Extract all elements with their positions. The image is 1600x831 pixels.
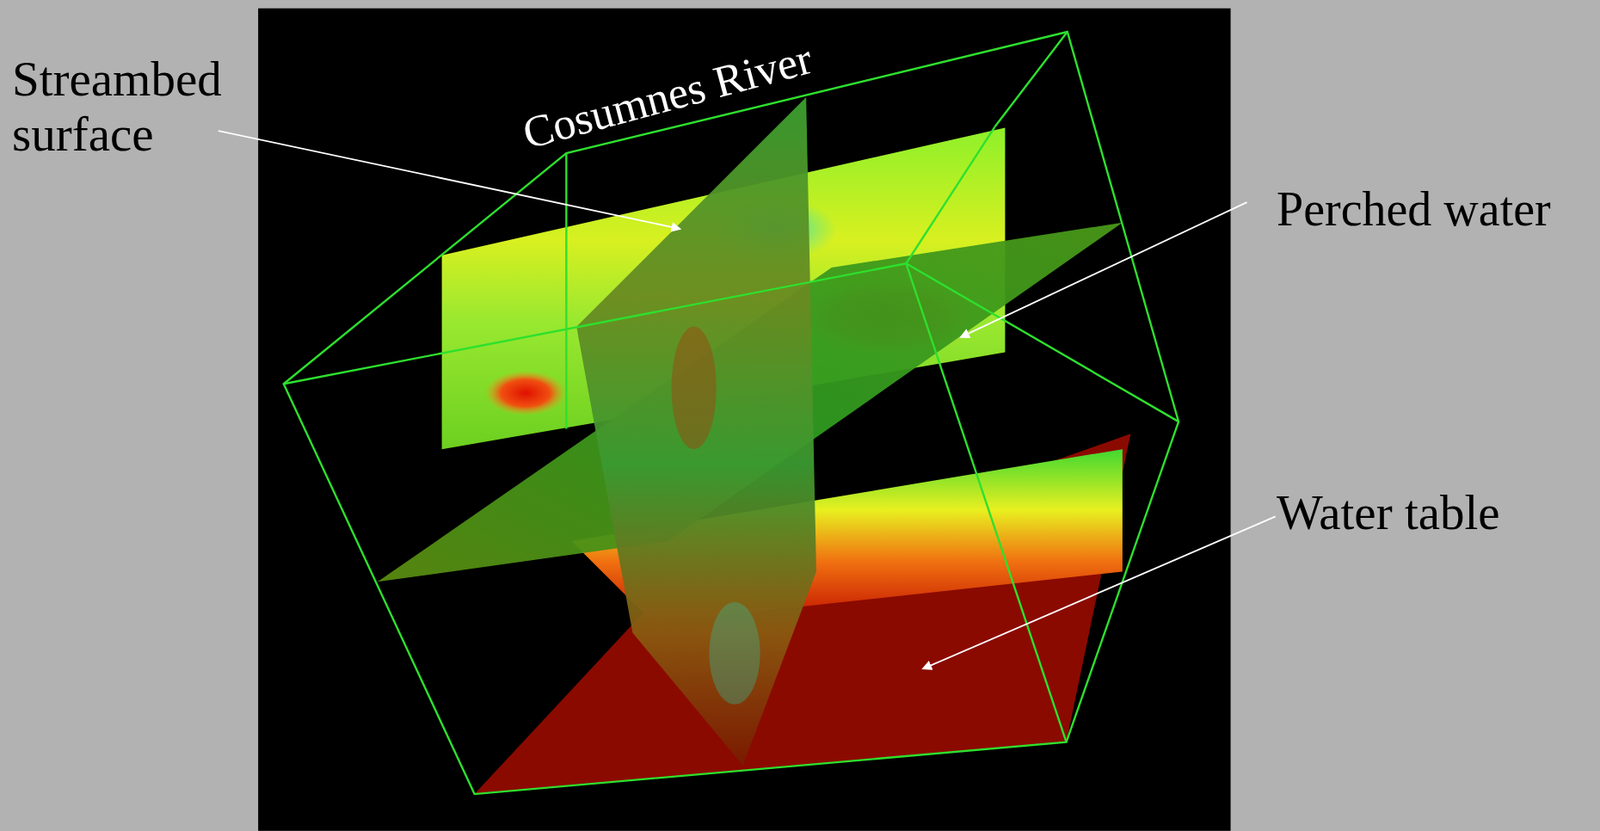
leader-line: [218, 130, 1276, 669]
callout-label: Water table: [1276, 485, 1501, 541]
callout-label: Streambed surface: [12, 51, 271, 162]
callout-label: Perched water: [1276, 182, 1551, 237]
